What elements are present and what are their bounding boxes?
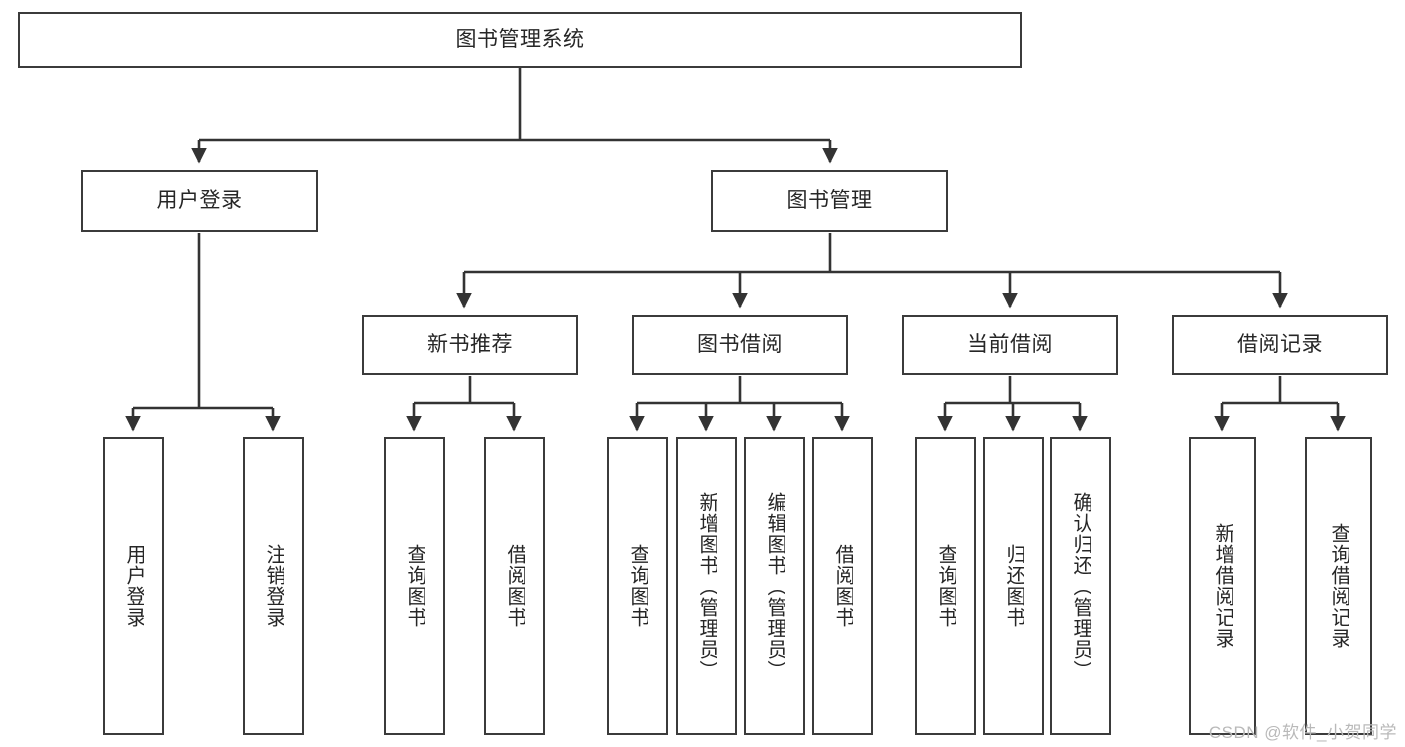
node-user-login[interactable]: 用户登录 [81, 170, 318, 232]
node-label: 图书借阅 [697, 333, 783, 357]
node-label: 图书管理 [786, 189, 873, 213]
leaf-record-query-borrow-record[interactable]: 查询借阅记录 [1305, 437, 1372, 735]
leaf-borrow-borrow-books[interactable]: 借阅图书 [812, 437, 873, 735]
node-new-book-recommendation[interactable]: 新书推荐 [362, 315, 578, 375]
leaf-borrow-edit-book-admin[interactable]: 编辑图书（管理员） [744, 437, 805, 735]
node-label: 归还图书 [1003, 544, 1024, 628]
leaf-user-login-logout[interactable]: 注销登录 [243, 437, 304, 735]
node-label: 新增借阅记录 [1212, 523, 1233, 649]
leaf-new-book-borrow-books[interactable]: 借阅图书 [484, 437, 545, 735]
node-label: 查询图书 [627, 544, 648, 628]
node-label: 当前借阅 [967, 333, 1053, 357]
node-label: 图书管理系统 [455, 28, 585, 52]
node-label: 查询借阅记录 [1328, 523, 1349, 649]
leaf-record-add-borrow-record[interactable]: 新增借阅记录 [1189, 437, 1256, 735]
node-label: 查询图书 [404, 544, 425, 628]
leaf-current-return-books[interactable]: 归还图书 [983, 437, 1044, 735]
leaf-user-login-login[interactable]: 用户登录 [103, 437, 164, 735]
node-current-borrowing[interactable]: 当前借阅 [902, 315, 1118, 375]
leaf-borrow-query-books[interactable]: 查询图书 [607, 437, 668, 735]
node-label: 新书推荐 [427, 333, 513, 357]
leaf-current-confirm-return-admin[interactable]: 确认归还（管理员） [1050, 437, 1111, 735]
node-root-book-management-system[interactable]: 图书管理系统 [18, 12, 1022, 68]
node-label: 注销登录 [263, 544, 284, 628]
node-label: 查询图书 [935, 544, 956, 628]
node-label: 借阅图书 [832, 544, 853, 628]
node-label: 确认归还（管理员） [1070, 491, 1091, 681]
leaf-new-book-query-books[interactable]: 查询图书 [384, 437, 445, 735]
node-label: 编辑图书（管理员） [764, 491, 785, 681]
node-label: 新增图书（管理员） [696, 491, 717, 681]
leaf-borrow-add-book-admin[interactable]: 新增图书（管理员） [676, 437, 737, 735]
leaf-current-query-books[interactable]: 查询图书 [915, 437, 976, 735]
node-label: 借阅图书 [504, 544, 525, 628]
node-book-management[interactable]: 图书管理 [711, 170, 948, 232]
node-book-borrowing[interactable]: 图书借阅 [632, 315, 848, 375]
node-label: 用户登录 [156, 189, 243, 213]
node-borrowing-record[interactable]: 借阅记录 [1172, 315, 1388, 375]
node-label: 用户登录 [123, 544, 144, 628]
node-label: 借阅记录 [1237, 333, 1323, 357]
